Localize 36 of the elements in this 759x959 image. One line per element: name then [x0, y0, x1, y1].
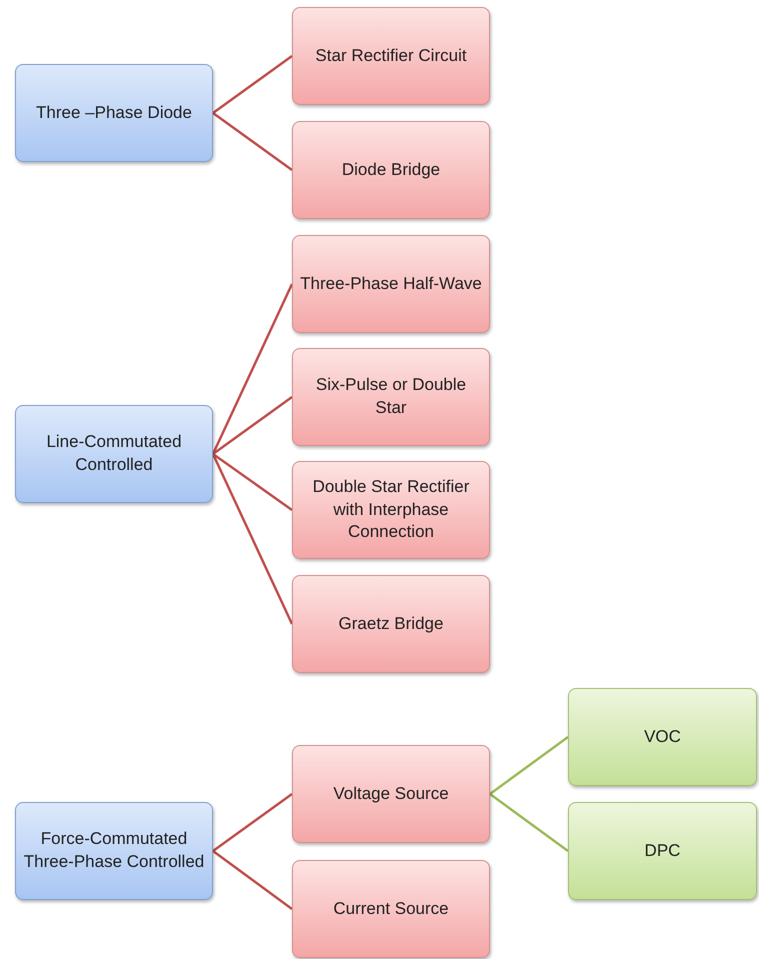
box-label: Three-Phase Half-Wave — [300, 272, 482, 295]
connector-line — [489, 736, 569, 796]
category-box — [15, 802, 213, 900]
category-box — [292, 745, 490, 843]
category-box — [292, 121, 490, 219]
category-box — [292, 235, 490, 333]
box-label: Double Star Rectifier with Interphase Connection — [312, 476, 470, 544]
box-label: Diode Bridge — [342, 158, 440, 181]
box-label: Voltage Source — [333, 782, 449, 805]
connector-line — [212, 452, 293, 512]
connector-line — [212, 453, 294, 625]
box-label: VOC — [644, 726, 681, 748]
connector-line — [212, 396, 293, 456]
box-label: Current Source — [333, 898, 449, 920]
connector-line — [212, 112, 293, 172]
box-label: Force-Commutated Three-Phase Controlled — [22, 828, 206, 873]
connector-line — [212, 283, 294, 455]
connector-line — [489, 792, 569, 852]
category-box — [292, 860, 490, 958]
category-box — [292, 461, 490, 559]
category-box — [292, 7, 490, 105]
category-box — [15, 64, 213, 162]
box-label: Three –Phase Diode — [36, 102, 192, 124]
box-label: Graetz Bridge — [338, 612, 444, 635]
category-box — [292, 575, 490, 673]
connector-line — [212, 792, 293, 852]
category-box — [568, 688, 757, 786]
connector-line — [212, 54, 293, 114]
category-box — [292, 348, 490, 446]
box-label: Star Rectifier Circuit — [315, 44, 467, 67]
box-label: DPC — [644, 840, 680, 862]
category-box — [568, 802, 757, 900]
box-label: Line-Commutated Controlled — [45, 431, 183, 476]
category-box — [15, 405, 213, 503]
box-label: Six-Pulse or Double Star — [314, 374, 468, 419]
connector-line — [212, 850, 293, 910]
